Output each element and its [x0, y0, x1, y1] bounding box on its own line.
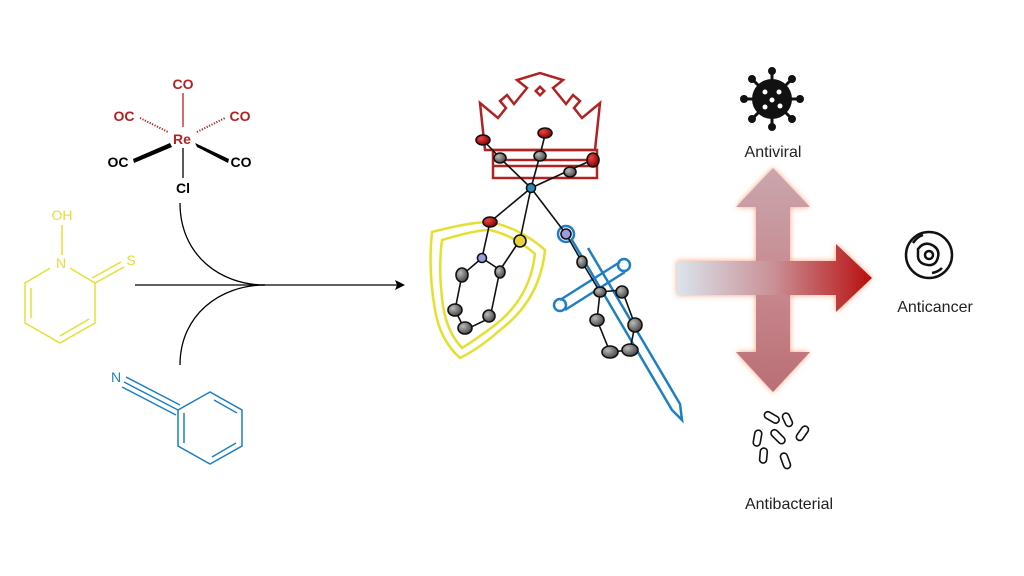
- hydroxypyridinethione: OH N S: [24, 207, 136, 344]
- activity-arrows: [677, 168, 872, 392]
- chloride-label: Cl: [176, 180, 190, 196]
- reaction-arrow: [135, 202, 405, 366]
- rhenium-label: Re: [173, 131, 191, 147]
- co-upper-left-label: OC: [114, 108, 135, 124]
- co-lower-right-label: CO: [231, 154, 252, 170]
- cancer-cell-icon: [904, 230, 954, 280]
- rhenium-pentacarbonyl-chloride: CO OC CO Re OC CO Cl: [108, 76, 252, 196]
- hydroxyl-label: OH: [52, 207, 73, 223]
- antiviral-label: Antiviral: [745, 144, 802, 161]
- horizontal-arrow: [677, 244, 872, 312]
- co-upper-right-label: CO: [230, 108, 251, 124]
- antibacterial-label: Antibacterial: [745, 496, 833, 513]
- shield-outline: [429, 220, 547, 360]
- co-top-label: CO: [173, 76, 194, 92]
- virus-icon: [740, 67, 804, 131]
- sulfur-label: S: [126, 252, 135, 268]
- anticancer-label: Anticancer: [897, 299, 973, 316]
- crystal-structure: [447, 127, 643, 359]
- co-lower-left-label: OC: [108, 154, 129, 170]
- nitrile-nitrogen-label: N: [111, 369, 121, 385]
- pyridine-nitrogen-label: N: [56, 255, 66, 271]
- bacteria-icon: [752, 410, 810, 470]
- benzonitrile: N: [111, 369, 243, 465]
- sword-outline: [552, 224, 684, 424]
